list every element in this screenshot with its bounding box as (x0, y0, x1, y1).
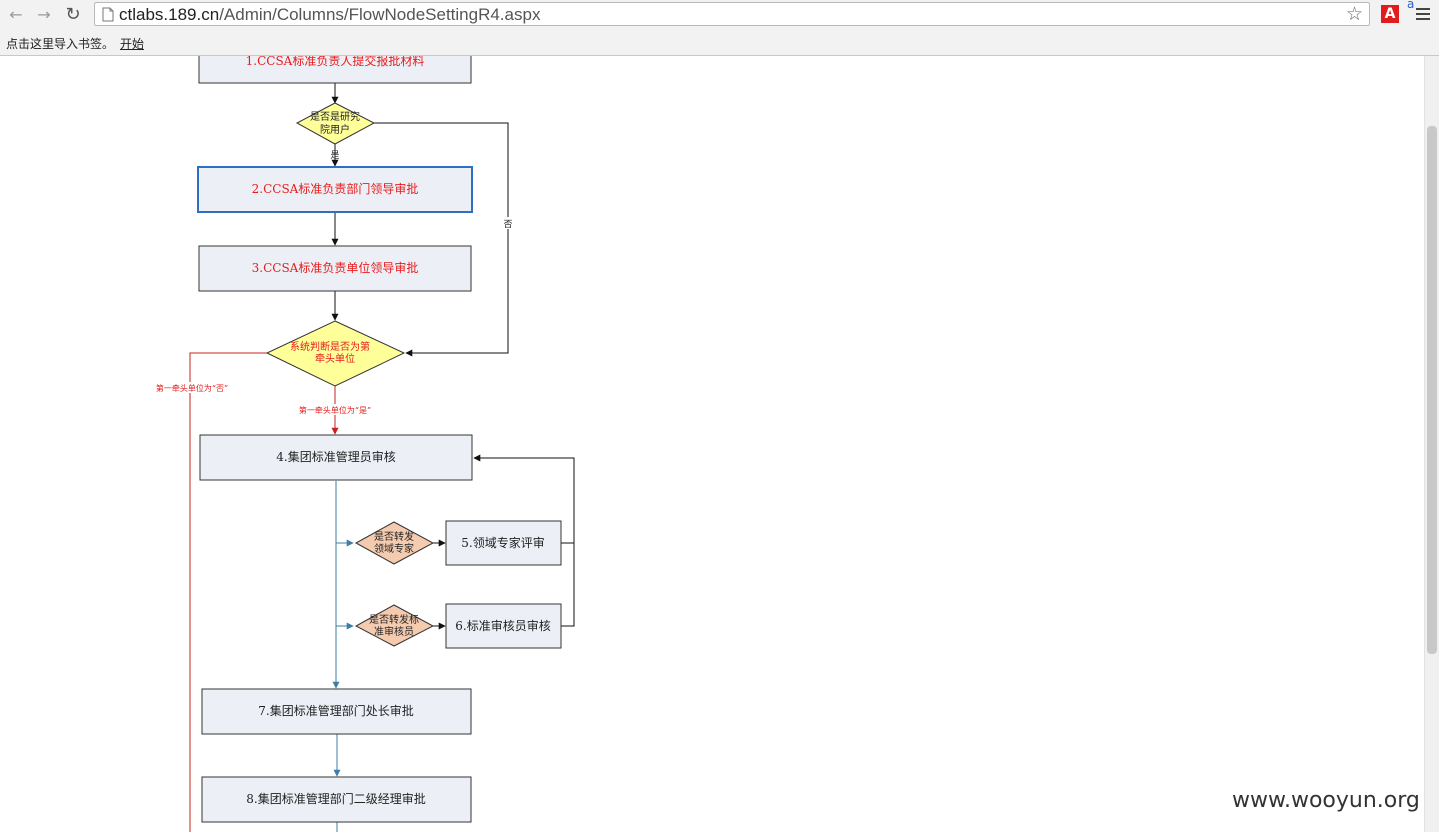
flow-node-7[interactable]: 7.集团标准管理部门处长审批 (201, 688, 472, 735)
edge-label-is-first-lead: 第一牵头单位为“是” (299, 405, 371, 415)
decision-forward-expert[interactable]: 是否转发 领域专家 (354, 521, 435, 565)
connectors-black (331, 83, 575, 630)
flow-node-2-label: 2.CCSA标准负责部门领导审批 (252, 181, 419, 196)
flow-node-1-label: 1.CCSA标准负责人提交报批材料 (246, 56, 425, 68)
flow-node-4-label: 4.集团标准管理员审核 (276, 449, 395, 464)
flow-node-5[interactable]: 5.领域专家评审 (445, 520, 562, 566)
decision-first-lead-unit-line1: 系统判断是否为第 (290, 340, 370, 353)
page-icon (102, 7, 114, 22)
decision-forward-reviewer[interactable]: 是否转发标 准审核员 (354, 604, 435, 647)
decision-first-lead-unit-line2: 牵头单位 (315, 352, 355, 365)
forward-arrow-icon[interactable]: → (37, 5, 51, 24)
reload-icon[interactable]: ↻ (65, 4, 81, 25)
flow-node-4[interactable]: 4.集团标准管理员审核 (199, 434, 473, 481)
address-bar[interactable]: ctlabs.189.cn/Admin/Columns/FlowNodeSett… (94, 2, 1370, 26)
decision-forward-reviewer-line2: 准审核员 (374, 625, 414, 638)
back-arrow-icon[interactable]: ← (9, 5, 23, 24)
flow-node-6-label: 6.标准审核员审核 (455, 618, 550, 633)
translate-extension-icon[interactable]: a (1407, 0, 1415, 11)
connectors-red (189, 352, 339, 832)
edge-label-not-first-lead: 第一牵头单位为“否” (156, 383, 228, 393)
flow-node-7-label: 7.集团标准管理部门处长审批 (258, 703, 413, 718)
watermark: www.wooyun.org (1232, 788, 1420, 813)
browser-toolbar: ← → ↻ ctlabs.189.cn/Admin/Columns/FlowNo… (0, 0, 1439, 30)
bookmarks-import-prompt: 点击这里导入书签。 (6, 37, 115, 51)
decision-research-user[interactable]: 是否是研究 院用户 (295, 102, 376, 145)
flow-node-3-label: 3.CCSA标准负责单位领导审批 (252, 260, 419, 275)
vertical-scrollbar[interactable] (1424, 56, 1439, 832)
bookmarks-start-link[interactable]: 开始 (120, 37, 145, 51)
flow-node-1[interactable]: 1.CCSA标准负责人提交报批材料 (198, 56, 472, 84)
flow-node-2[interactable]: 2.CCSA标准负责部门领导审批 (197, 166, 473, 213)
decision-forward-reviewer-line1: 是否转发标 (369, 613, 419, 626)
flow-node-5-label: 5.领域专家评审 (461, 535, 544, 550)
decision-research-user-line2: 院用户 (320, 123, 350, 136)
adobe-extension-icon[interactable]: A (1381, 5, 1399, 23)
decision-research-user-line1: 是否是研究 (310, 110, 360, 123)
url-text: ctlabs.189.cn/Admin/Columns/FlowNodeSett… (119, 5, 541, 24)
flow-node-3[interactable]: 3.CCSA标准负责单位领导审批 (198, 245, 472, 292)
menu-icon[interactable] (1416, 6, 1430, 22)
flow-node-8[interactable]: 8.集团标准管理部门二级经理审批 (201, 776, 472, 823)
bookmarks-bar: 点击这里导入书签。 开始 (0, 30, 1439, 56)
edge-label-no: 否 (503, 219, 512, 230)
decision-first-lead-unit[interactable]: 系统判断是否为第 牵头单位 (265, 320, 406, 387)
flowchart-canvas: 1.CCSA标准负责人提交报批材料 是否是研究 院用户 是 否 2.CCSA标准… (0, 56, 1424, 832)
decision-forward-expert-line2: 领域专家 (374, 542, 414, 555)
decision-forward-expert-line1: 是否转发 (374, 530, 414, 543)
bookmark-star-icon[interactable]: ☆ (1345, 3, 1363, 25)
connectors-blue (332, 481, 354, 832)
edge-label-yes: 是 (330, 150, 339, 161)
scrollbar-thumb[interactable] (1427, 126, 1437, 654)
flow-node-8-label: 8.集团标准管理部门二级经理审批 (246, 791, 425, 806)
flow-node-6[interactable]: 6.标准审核员审核 (445, 603, 562, 649)
